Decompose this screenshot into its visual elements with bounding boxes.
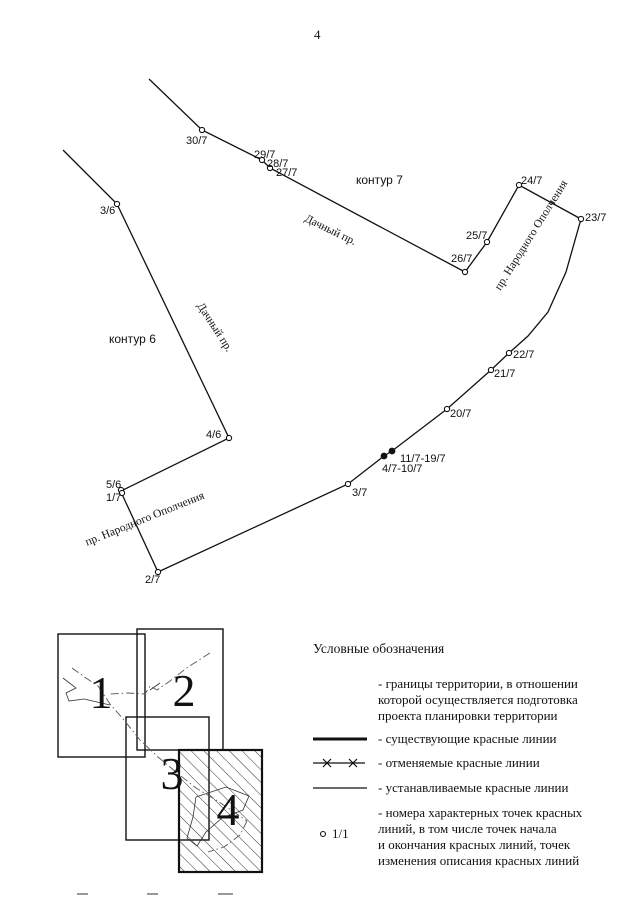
existing-red-line-symbol [313,737,367,741]
red-line-point [225,434,233,442]
legend-item-existing-red-lines: - существующие красные линии [378,731,557,746]
kontur6-red-line [62,149,230,492]
sheet-square-1 [57,633,146,758]
point-label: 2/7 [145,574,160,586]
red-line-sketch [62,677,85,702]
point-label: 27/7 [276,167,297,179]
point-label: 20/7 [450,408,471,420]
red-line-point [505,349,513,357]
point-label: 22/7 [513,349,534,361]
red-line-point [577,215,585,223]
contour-label: контур 7 [356,173,403,187]
point-number-symbol: 1/1 [319,826,349,841]
contour-label: контур 6 [109,332,156,346]
territory-boundary-sketch [207,820,248,853]
legend-item-territory-boundary: - границы территории, в отношении которо… [378,676,578,723]
point-circle-icon [319,830,327,838]
red-line-point [266,164,274,172]
point-label: 30/7 [186,135,207,147]
red-line-point [118,489,126,497]
point-label: 3/7 [352,487,367,499]
point-label: 28/7 [267,158,288,170]
red-line-point-filled [380,452,388,460]
legend-item-established-red-lines: - устанавливаемые красные линии [378,780,569,795]
red-line-sketch [186,786,250,847]
sheet-number-2: 2 [173,665,196,716]
red-line-point [515,181,523,189]
established-red-line-symbol [313,787,367,789]
street-name-label: Дачный пр. [303,213,359,248]
cancelled-red-line-symbol [313,758,365,768]
red-line-point [258,156,266,164]
point-label: 5/6 [106,479,121,491]
red-line-point [198,126,206,134]
point-label: 1/7 [106,492,121,504]
red-line-point-filled [388,447,396,455]
point-label: 3/6 [100,205,115,217]
point-label: 21/7 [494,368,515,380]
sheet-number-1: 1 [90,667,113,718]
page-number: 4 [314,27,321,42]
point-label: 11/7-19/7 [400,453,446,465]
point-label: 4/7-10/7 [382,463,422,475]
red-line-point [483,238,491,246]
red-line-point [443,405,451,413]
legend-title: Условные обозначения [313,641,445,656]
red-line-point [113,200,121,208]
sheet-number-3: 3 [161,748,184,799]
red-line-point [487,366,495,374]
point-label: 25/7 [466,230,487,242]
red-line-point [344,480,352,488]
sheet-square-4 [177,748,264,874]
red-line-point [461,268,469,276]
red-line-point [154,568,162,576]
point-label: 4/6 [206,429,221,441]
point-label: 29/7 [254,149,275,161]
legend-item-cancelled-red-lines: - отменяемые красные линии [378,755,540,770]
street-name-label: пр. Народного Ополчения [84,490,207,549]
point-label: 26/7 [451,253,472,265]
street-name-label: пр. Народного Ополчения [493,178,571,293]
sheet-number-4: 4 [217,784,240,835]
red-line-sketch [83,698,111,706]
point-label: 24/7 [521,175,542,187]
red-line-sketch [149,682,161,691]
territory-boundary-sketch [71,667,248,822]
point-label: 23/7 [585,212,606,224]
legend-item-point-numbers: - номера характерных точек красных линий… [378,805,583,868]
point-symbol-label: 1/1 [332,826,349,841]
street-name-label: Дачный пр. [194,301,235,355]
